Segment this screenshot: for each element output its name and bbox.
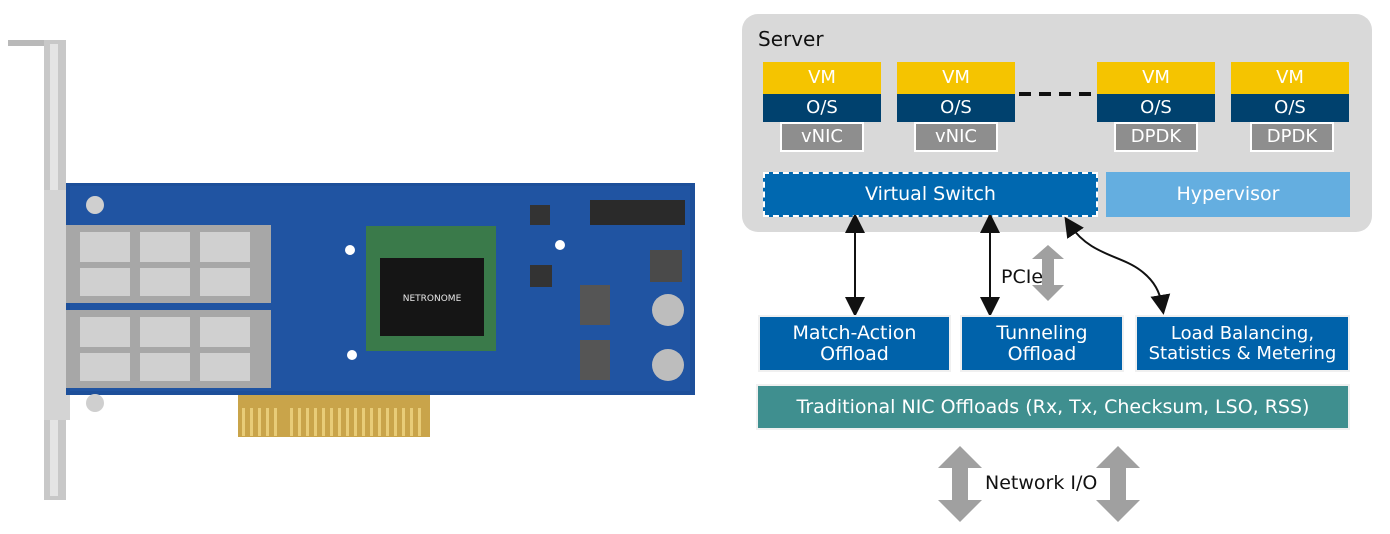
vm-box: VM: [1231, 62, 1349, 94]
ellipsis-connector: [1019, 92, 1095, 96]
server-label: Server: [758, 27, 824, 51]
hypervisor-box: Hypervisor: [1106, 172, 1350, 217]
network-io-label: Network I/O: [985, 472, 1098, 494]
os-box: O/S: [763, 94, 881, 122]
network-io-arrows: [938, 446, 1140, 522]
offload-line: Match-Action: [792, 321, 917, 344]
offload-line: Load Balancing,: [1170, 322, 1315, 344]
pcie-arrow: [1032, 245, 1064, 301]
chip-label: NETRONOME: [403, 294, 462, 304]
load-balancing-box: Load Balancing, Statistics & Metering: [1135, 315, 1350, 372]
vnic-box: vNIC: [914, 122, 998, 152]
virtual-switch-box: Virtual Switch: [763, 172, 1098, 217]
board-components: [345, 200, 685, 381]
offload-line: Offload: [820, 342, 889, 365]
match-action-offload-box: Match-Action Offload: [758, 315, 951, 372]
network-arrow-left: [938, 446, 982, 522]
mounting-bracket: [8, 40, 70, 500]
os-box: O/S: [1097, 94, 1215, 122]
offload-line: Tunneling: [996, 321, 1088, 344]
network-arrow-right: [1096, 446, 1140, 522]
vm-box: VM: [1097, 62, 1215, 94]
qsfp-cages: [66, 196, 271, 412]
load-balancing-arrow: [1064, 216, 1171, 315]
vnic-box: vNIC: [780, 122, 864, 152]
vm-box: VM: [763, 62, 881, 94]
dpdk-box: DPDK: [1250, 122, 1334, 152]
traditional-offloads-box: Traditional NIC Offloads (Rx, Tx, Checks…: [756, 384, 1350, 430]
pcie-label: PCIe: [1001, 266, 1044, 288]
offload-arrows: [845, 215, 1171, 315]
netronome-chip: NETRONOME: [366, 226, 496, 351]
dpdk-box: DPDK: [1114, 122, 1198, 152]
os-box: O/S: [897, 94, 1015, 122]
tunneling-offload-box: Tunneling Offload: [960, 315, 1124, 372]
offload-line: Offload: [1007, 342, 1077, 365]
os-box: O/S: [1231, 94, 1349, 122]
nic-card-image: NETRONOME: [8, 40, 695, 500]
offload-line: Statistics & Metering: [1148, 342, 1337, 364]
vm-box: VM: [897, 62, 1015, 94]
